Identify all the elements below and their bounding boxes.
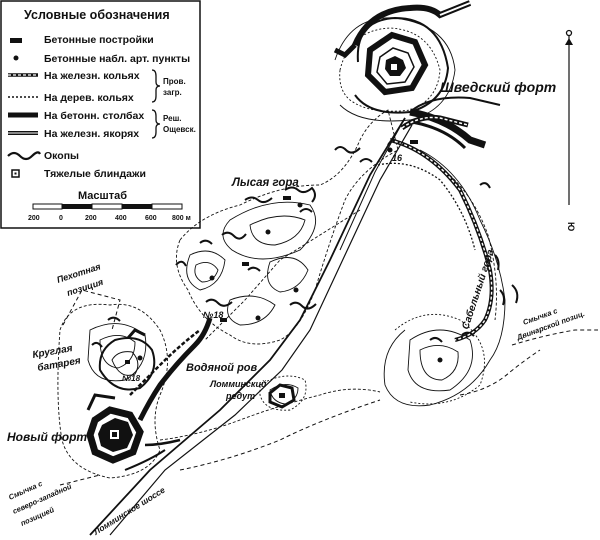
scale-tick-5: 800 м [172,215,191,222]
label-lomm-redoubt-1: Ломминский [209,379,267,389]
lomm-redoubt [268,383,296,409]
scale-bar [32,203,183,210]
legend-label-iron-anchors: На железн. якорях [44,128,139,140]
brace-label-2b: Ощевск. [163,125,196,134]
legend-label-concrete-posts: На бетонн. столбах [44,110,144,122]
scale-tick-3: 400 [115,215,127,222]
scale-tick-1: 0 [59,215,63,222]
label-new-fort: Новый форт [7,430,87,444]
concrete-buildings [220,140,418,322]
legend-panel: Условные обозначения Бетонные постройки … [0,0,201,229]
legend-label-dugouts: Тяжелые блиндажи [44,168,146,180]
compass-south: Ю [566,222,576,231]
label-swedish-fort: Шведский форт [440,79,556,95]
concrete-building-symbol [10,38,22,43]
brace-label-1b: загр. [163,88,182,97]
label-water-ditch: Водяной ров [186,362,258,374]
legend-title: Условные обозначения [24,8,170,22]
scale-tick-2: 200 [85,215,97,222]
brace-grids [151,109,161,139]
legend-label-trenches: Окопы [44,150,79,162]
legend-label-observation: Бетонные набл. арт. пункты [44,53,190,65]
observation-points [137,147,443,363]
new-fort [86,393,144,464]
scale-tick-4: 600 [145,215,157,222]
label-no18-a: №18 [203,310,223,320]
compass-arrow [565,29,573,205]
brace-label-1a: Пров. [163,77,186,86]
scale-tick-0: 200 [28,215,40,222]
round-battery [98,328,156,391]
swedish-fort [333,0,501,150]
sabre-ridge-wire [377,138,494,342]
trenches [91,139,519,348]
infantry-position-outline [62,289,121,331]
brace-wire-obstacles [151,69,161,103]
legend-label-iron-stakes: На железн. кольях [44,70,140,82]
label-lomm-redoubt-2: редут [225,391,255,401]
label-no18-b: №18 [122,374,141,383]
observation-point-symbol [13,55,19,61]
trench-symbol [7,151,41,161]
scale-title: Масштаб [78,190,127,202]
label-no16: 16 [392,153,403,163]
label-bald-hill: Лысая гора [231,177,299,189]
brace-label-2a: Реш. [163,114,181,123]
legend-label-wood-stakes: На дерев. кольях [44,92,134,104]
legend-label-concrete: Бетонные постройки [44,34,154,46]
concrete-wall-line [124,317,213,471]
